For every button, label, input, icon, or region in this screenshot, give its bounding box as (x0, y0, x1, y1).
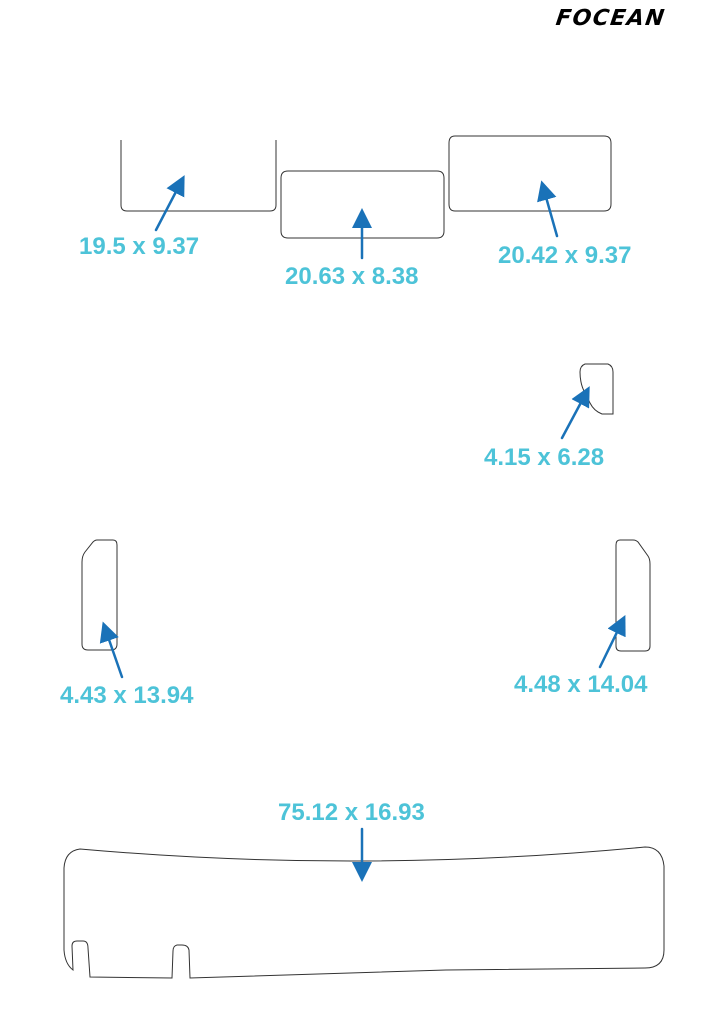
piece-5-arrow (99, 621, 124, 679)
piece-2-dimensions: 20.63 x 8.38 (285, 263, 419, 290)
piece-4-arrow (560, 386, 590, 440)
piece-3-dimensions: 20.42 x 9.37 (498, 242, 632, 269)
piece-3-outline (448, 135, 612, 212)
piece-1-outline (120, 140, 277, 212)
piece-5-dimensions: 4.43 x 13.94 (60, 682, 194, 709)
piece-7-outline (63, 846, 665, 979)
piece-3-arrow (537, 180, 559, 238)
piece-6-outline (615, 539, 651, 652)
piece-6-dimensions: 4.48 x 14.04 (514, 671, 648, 698)
piece-5-outline (81, 539, 118, 651)
piece-4-outline (579, 363, 614, 415)
piece-4-dimensions: 4.15 x 6.28 (484, 444, 605, 471)
piece-7-dimensions: 75.12 x 16.93 (278, 799, 425, 826)
piece-6-arrow (598, 615, 626, 669)
piece-2-outline (280, 170, 445, 239)
piece-1-arrow (154, 175, 185, 232)
piece-1-dimensions: 19.5 x 9.37 (79, 233, 200, 260)
